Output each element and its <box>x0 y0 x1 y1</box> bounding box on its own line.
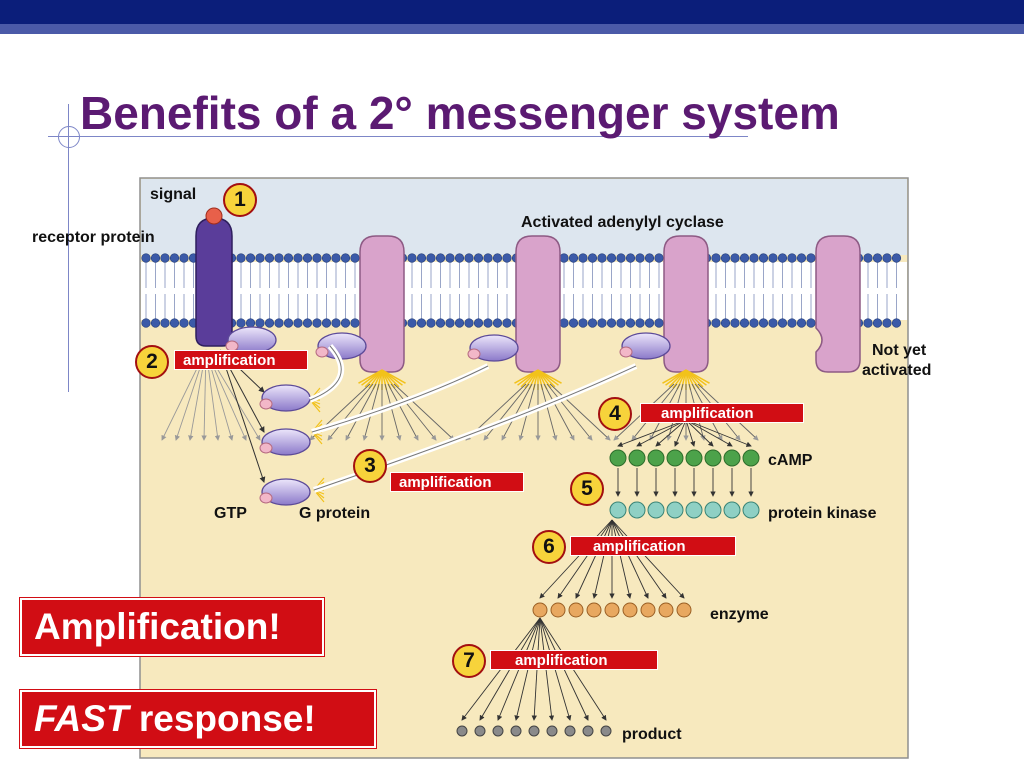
label-camp: cAMP <box>768 452 813 469</box>
label-not-yet: Not yet <box>872 342 927 359</box>
fast-word: FAST <box>34 698 129 739</box>
amplification-callout-text: Amplification! <box>34 606 281 647</box>
decor-crosshair-icon <box>58 126 80 148</box>
step-number-5: 5 <box>570 472 604 506</box>
step-number-7: 7 <box>452 644 486 678</box>
label-g-protein: G protein <box>299 505 371 522</box>
decor-vertical-line <box>68 104 69 392</box>
receptor-protein <box>195 217 233 347</box>
label-activated: activated <box>862 362 932 379</box>
fast-response-callout: FAST response! <box>19 689 377 749</box>
amplification-tag-6: amplification <box>570 536 736 556</box>
amplification-tag-2: amplification <box>174 350 308 370</box>
cascade <box>456 419 760 737</box>
step-number-4: 4 <box>598 397 632 431</box>
slide-title: Benefits of a 2° messenger system <box>80 87 840 139</box>
inactive-cyclase <box>815 235 861 373</box>
title-underline <box>48 136 748 137</box>
label-signal: signal <box>150 186 197 203</box>
amplification-tag-7: amplification <box>490 650 658 670</box>
step-number-2: 2 <box>135 345 169 379</box>
amplification-callout: Amplification! <box>19 597 325 657</box>
label-gtp: GTP <box>214 505 247 522</box>
top-band <box>0 0 1024 24</box>
adenylyl-cyclase-2 <box>515 235 561 373</box>
signal-molecule <box>205 207 223 225</box>
adenylyl-cyclase-3 <box>663 235 709 373</box>
label-receptor-protein: receptor protein <box>32 229 155 246</box>
adenylyl-cyclase-1 <box>359 235 405 373</box>
amplification-tag-4: amplification <box>640 403 804 423</box>
top-band-accent <box>0 24 1024 34</box>
label-protein-kinase: protein kinase <box>768 505 877 522</box>
g-proteins <box>225 326 671 506</box>
step-number-6: 6 <box>532 530 566 564</box>
label-product: product <box>622 726 682 743</box>
step-number-1: 1 <box>223 183 257 217</box>
label-activated-adenylyl-cyclase: Activated adenylyl cyclase <box>521 214 724 231</box>
step-number-3: 3 <box>353 449 387 483</box>
response-word: response! <box>138 698 316 739</box>
amplification-tag-3: amplification <box>390 472 524 492</box>
label-enzyme: enzyme <box>710 606 769 623</box>
